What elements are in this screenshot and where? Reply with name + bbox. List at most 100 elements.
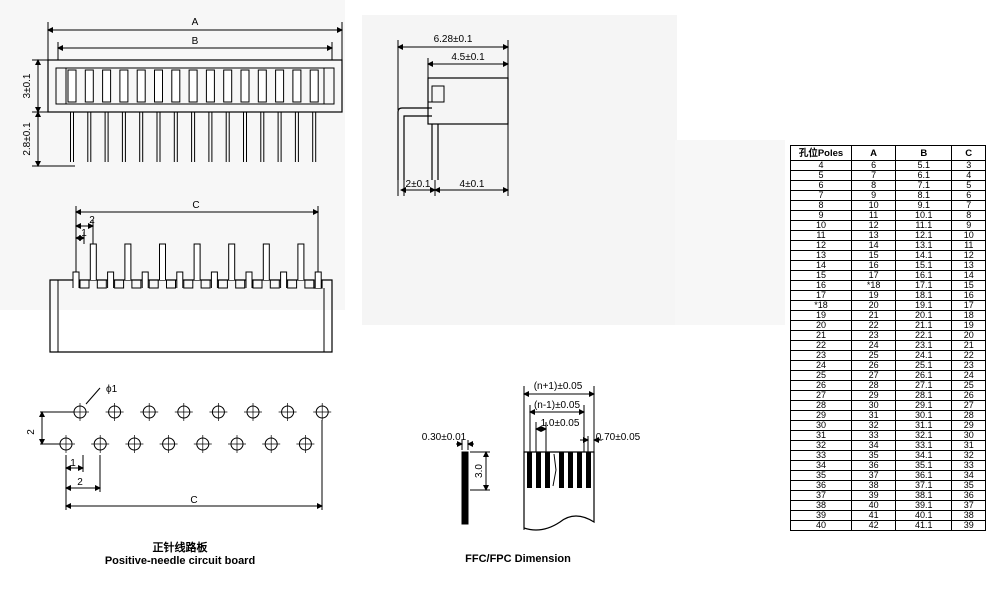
front-notch bbox=[148, 280, 159, 289]
top-view-pins bbox=[67, 69, 319, 162]
table-cell: 38.1 bbox=[895, 490, 953, 501]
table-cell: 26 bbox=[850, 360, 897, 371]
top-pin-slot bbox=[154, 69, 163, 103]
front-pin bbox=[297, 243, 305, 280]
table-cell: 22 bbox=[951, 350, 986, 361]
dim-hole-offset: 1 bbox=[70, 458, 76, 469]
table-cell: 33.1 bbox=[895, 440, 953, 451]
table-cell: 24 bbox=[790, 360, 852, 371]
table-cell: 38 bbox=[850, 480, 897, 491]
table-cell: 12 bbox=[850, 220, 897, 231]
table-cell: 34.1 bbox=[895, 450, 953, 461]
front-pin bbox=[72, 271, 80, 288]
table-cell: 23 bbox=[850, 330, 897, 341]
top-pin-slot bbox=[275, 69, 285, 103]
table-cell: 15 bbox=[850, 250, 897, 261]
table-cell: 33 bbox=[790, 450, 852, 461]
table-cell: 17.1 bbox=[895, 280, 953, 291]
table-cell: 15 bbox=[951, 280, 986, 291]
front-view-pins bbox=[72, 243, 322, 289]
table-cell: 35 bbox=[850, 450, 897, 461]
table-cell: 30.1 bbox=[895, 410, 953, 421]
table-cell: 14 bbox=[951, 270, 986, 281]
ffc-contact bbox=[536, 452, 541, 488]
table-cell: 10 bbox=[790, 220, 852, 231]
table-cell: 32 bbox=[951, 450, 986, 461]
table-cell: 36 bbox=[790, 480, 852, 491]
table-cell: 27 bbox=[850, 370, 897, 381]
table-cell: 24 bbox=[951, 370, 986, 381]
table-cell: 36 bbox=[850, 460, 897, 471]
front-pin bbox=[228, 243, 236, 280]
ffc-contacts bbox=[527, 452, 591, 488]
table-cell: 27 bbox=[790, 390, 852, 401]
dim-ffc-contact-span: (n-1)±0.05 bbox=[534, 400, 581, 411]
ffc-contact bbox=[586, 452, 591, 488]
pcb-layout bbox=[39, 387, 323, 510]
pcb-holes bbox=[57, 403, 332, 453]
top-pin-slot bbox=[309, 69, 319, 103]
table-cell: 11 bbox=[850, 210, 897, 221]
front-notch bbox=[114, 280, 125, 289]
ffc-plan-view bbox=[523, 386, 602, 531]
top-pin-slot bbox=[188, 69, 198, 103]
front-notch bbox=[235, 280, 246, 289]
table-cell: 9 bbox=[850, 190, 897, 201]
table-cell: 13 bbox=[951, 260, 986, 271]
table-cell: 39 bbox=[790, 510, 852, 521]
table-cell: 11 bbox=[951, 240, 986, 251]
table-cell: 28 bbox=[850, 380, 897, 391]
table-cell: 26 bbox=[790, 380, 852, 391]
top-pin-slot bbox=[171, 69, 181, 103]
table-cell: 31 bbox=[951, 440, 986, 451]
top-pin-slot bbox=[136, 69, 146, 103]
table-cell: 14 bbox=[790, 260, 852, 271]
table-cell: 41.1 bbox=[895, 520, 953, 531]
top-pin-slot bbox=[292, 69, 302, 103]
table-cell: 7 bbox=[850, 170, 897, 181]
dim-pitch-1: 1 bbox=[81, 228, 87, 239]
table-cell: 9 bbox=[790, 210, 852, 221]
front-pin bbox=[107, 271, 115, 288]
ffc-contact bbox=[568, 452, 573, 488]
table-cell: 9 bbox=[951, 220, 986, 231]
table-cell: 8 bbox=[850, 180, 897, 191]
side-view bbox=[397, 40, 509, 196]
front-pin bbox=[314, 271, 322, 288]
dim-ffc-thickness: 0.30±0.01 bbox=[422, 432, 467, 443]
table-cell: 28.1 bbox=[895, 390, 953, 401]
table-cell: 21.1 bbox=[895, 320, 953, 331]
table-cell: 34 bbox=[850, 440, 897, 451]
table-cell: 11 bbox=[790, 230, 852, 241]
table-cell: 28 bbox=[790, 400, 852, 411]
table-cell: 31 bbox=[850, 410, 897, 421]
table-cell: 20 bbox=[790, 320, 852, 331]
table-cell: 22.1 bbox=[895, 330, 953, 341]
top-view bbox=[32, 22, 343, 167]
table-cell: 12.1 bbox=[895, 230, 953, 241]
front-notch bbox=[96, 280, 107, 289]
table-cell: 6 bbox=[850, 160, 897, 171]
table-cell: 30 bbox=[850, 400, 897, 411]
table-cell: 14.1 bbox=[895, 250, 953, 261]
dim-hole-diameter: ϕ1 bbox=[106, 384, 118, 395]
ffc-break-mark bbox=[552, 469, 557, 487]
table-cell: 18 bbox=[951, 310, 986, 321]
table-cell: 29 bbox=[850, 390, 897, 401]
header-poles: 孔位Poles bbox=[790, 145, 852, 161]
table-cell: 37.1 bbox=[895, 480, 953, 491]
table-cell: 9.1 bbox=[895, 200, 953, 211]
front-pin bbox=[210, 271, 218, 288]
front-pin bbox=[262, 243, 270, 280]
